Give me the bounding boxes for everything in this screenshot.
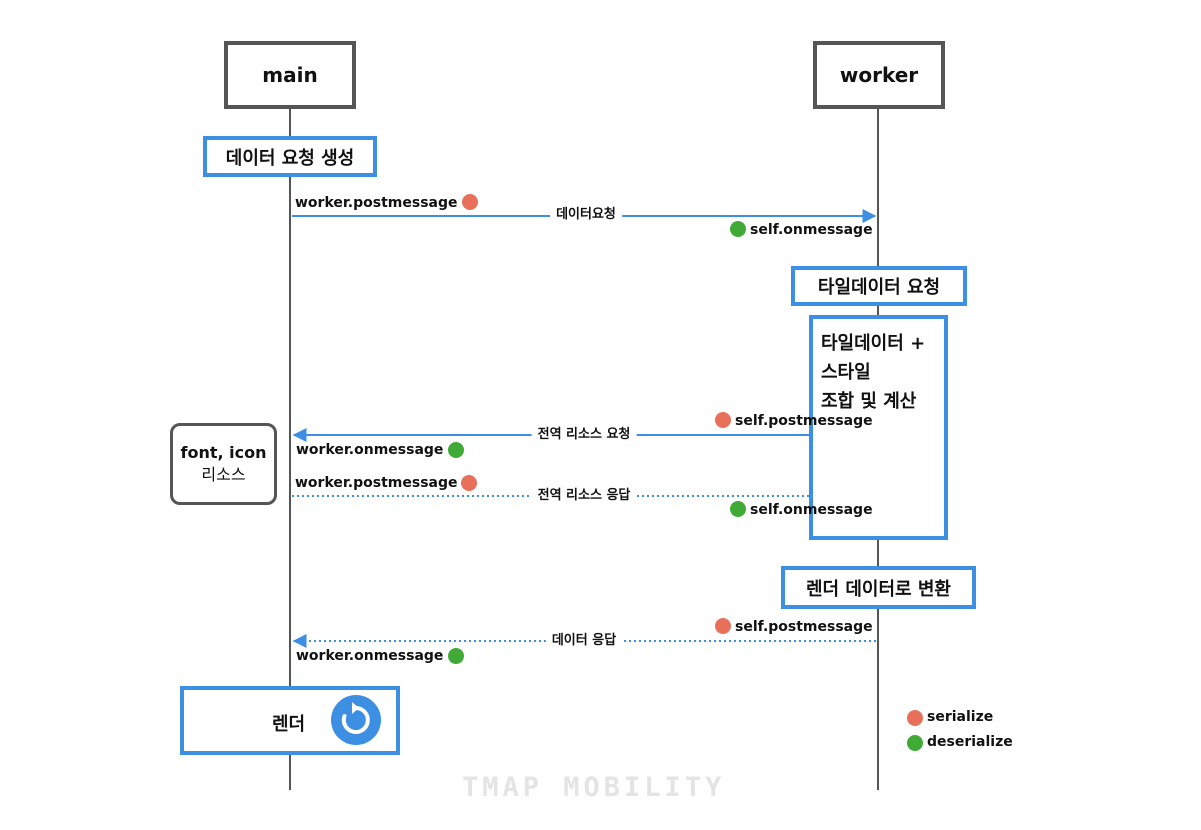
message-label-data-response: 데이터 응답 [545, 633, 623, 649]
resource-line-1: font, icon [180, 443, 267, 462]
render-label: 렌더 [272, 714, 306, 735]
combine-calc-line-2: 스타일 [821, 362, 871, 383]
call-self-onmessage: self.onmessage [750, 502, 873, 518]
main-lifeline [289, 108, 291, 790]
message-label-resource-response: 전역 리소스 응답 [531, 488, 637, 504]
call-self-postmessage: self.postmessage [735, 413, 873, 429]
call-worker-postmessage: worker.postmessage [295, 475, 458, 491]
worker-actor-label: worker [839, 63, 919, 87]
message-label-resource-request: 전역 리소스 요청 [531, 427, 637, 443]
deserialize-dot [448, 442, 464, 458]
serialize-dot [461, 475, 477, 491]
legend-deserialize-label: deserialize [927, 734, 1013, 750]
create-request-step: 데이터 요청 생성 [203, 136, 377, 177]
deserialize-dot [730, 221, 746, 237]
worker-actor: worker [813, 41, 945, 109]
combine-calc-line-3: 조합 및 계산 [821, 391, 917, 412]
watermark: TMAP MOBILITY [462, 772, 726, 803]
render-step: 렌더 [180, 686, 400, 755]
convert-render-label: 렌더 데이터로 변환 [805, 578, 951, 600]
legend-serialize-dot [907, 710, 923, 726]
serialize-dot [715, 412, 731, 428]
combine-calc-step: 타일데이터 + 스타일 조합 및 계산 [809, 315, 948, 540]
convert-render-step: 렌더 데이터로 변환 [781, 566, 976, 609]
legend-deserialize-dot [907, 735, 923, 751]
call-self-postmessage: self.postmessage [735, 619, 873, 635]
serialize-dot [462, 194, 478, 210]
tile-request-label: 타일데이터 요청 [817, 277, 941, 298]
deserialize-dot [730, 501, 746, 517]
call-self-onmessage: self.onmessage [750, 222, 873, 238]
combine-calc-line-1: 타일데이터 + [821, 333, 926, 354]
main-actor-label: main [262, 63, 318, 87]
call-worker-onmessage: worker.onmessage [296, 648, 444, 664]
call-worker-onmessage: worker.onmessage [296, 442, 444, 458]
message-label-data-request: 데이터요청 [550, 207, 622, 223]
create-request-label: 데이터 요청 생성 [225, 147, 355, 169]
legend-serialize-label: serialize [927, 709, 994, 725]
tile-request-step: 타일데이터 요청 [791, 266, 967, 306]
call-worker-postmessage: worker.postmessage [295, 195, 458, 211]
deserialize-dot [448, 648, 464, 664]
serialize-dot [715, 618, 731, 634]
main-actor: main [224, 41, 356, 109]
font-icon-resource: font, icon 리소스 [170, 423, 277, 505]
refresh-icon [331, 695, 381, 745]
resource-line-2: 리소스 [201, 465, 246, 484]
